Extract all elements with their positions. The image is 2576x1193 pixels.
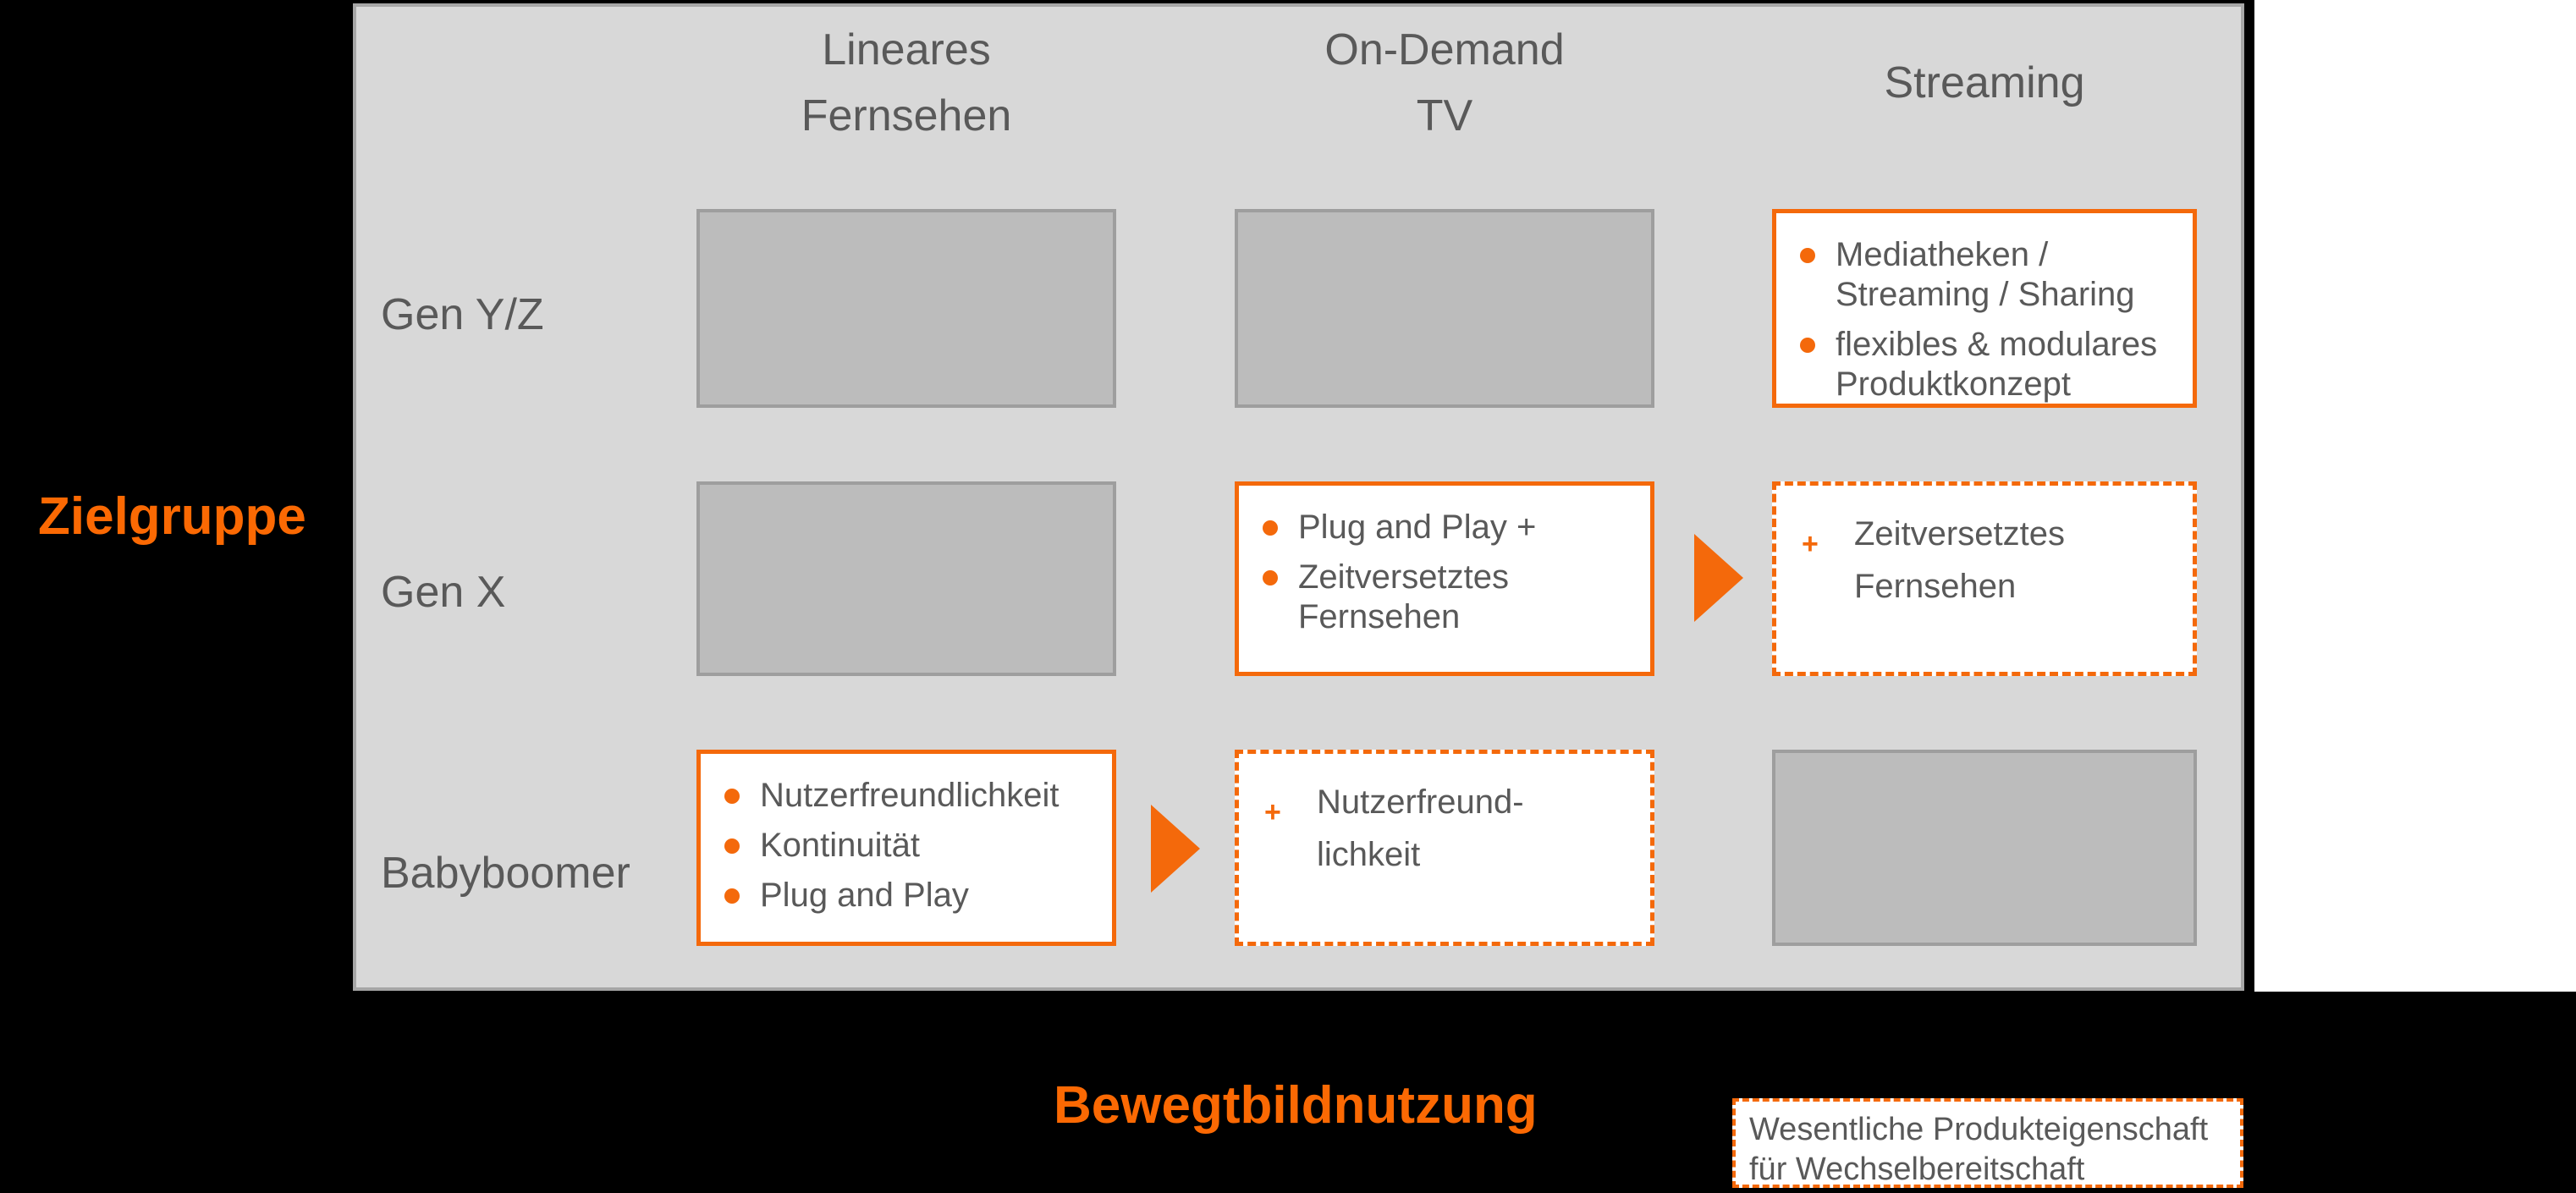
bullet-list: Mediatheken / Streaming / Sharing flexib… [1776,213,2193,404]
cell-gen-x-ondemand: Plug and Play + Zeitversetztes Fernsehen [1235,481,1654,676]
cell-babyboomer-streaming [1772,750,2197,946]
bullet-list: Plug and Play + Zeitversetztes Fernsehen [1239,486,1650,637]
plus-icon: + [1802,528,1819,560]
bullet-item: Mediatheken / Streaming / Sharing [1795,235,2179,315]
bullet-list: Nutzerfreundlichkeit Kontinuität Plug an… [701,754,1112,915]
row-label-gen-yz: Gen Y/Z [381,290,544,339]
column-header-on-demand-tv: On-Demand TV [1235,15,1654,151]
row-label-gen-x: Gen X [381,568,506,617]
bullet-item: Zeitversetztes Fernsehen [1258,558,1637,637]
bullet-item: flexibles & modulares Produktkonzept [1795,325,2179,404]
cell-babyboomer-lineares: Nutzerfreundlichkeit Kontinuität Plug an… [696,750,1116,946]
cell-gen-yz-ondemand [1235,209,1654,408]
cell-text: Zeitversetztes Fernsehen [1854,515,2065,605]
arrow-right-icon [1151,805,1200,893]
cell-gen-yz-streaming: Mediatheken / Streaming / Sharing flexib… [1772,209,2197,408]
y-axis-label-zielgruppe: Zielgruppe [38,487,306,546]
cell-text: Nutzerfreund-lichkeit [1317,783,1524,873]
cell-gen-x-streaming: + Zeitversetztes Fernsehen [1772,481,2197,676]
bullet-item: Nutzerfreundlichkeit [719,776,1098,816]
bullet-item: Plug and Play + [1258,508,1637,547]
column-header-streaming: Streaming [1772,15,2197,151]
x-axis-label-bewegtbildnutzung: Bewegtbildnutzung [1054,1076,1538,1135]
plus-icon: + [1264,796,1281,828]
column-header-label: Streaming [1884,58,2085,107]
cell-gen-yz-lineares [696,209,1116,408]
column-header-label: Lineares Fernsehen [801,25,1012,140]
bullet-item: Plug and Play [719,876,1098,915]
adjacent-page-strip [2254,0,2576,992]
legend-text: Wesentliche Produkteigenschaft für Wechs… [1749,1112,2209,1187]
cell-babyboomer-ondemand: + Nutzerfreund-lichkeit [1235,750,1654,946]
arrow-right-icon [1694,534,1743,622]
cell-gen-x-lineares [696,481,1116,676]
bullet-item: Kontinuität [719,826,1098,866]
column-header-label: On-Demand TV [1324,25,1565,140]
legend-box: Wesentliche Produkteigenschaft für Wechs… [1732,1098,2243,1188]
row-label-babyboomer: Babyboomer [381,849,630,898]
column-header-lineares-fernsehen: Lineares Fernsehen [696,15,1116,151]
